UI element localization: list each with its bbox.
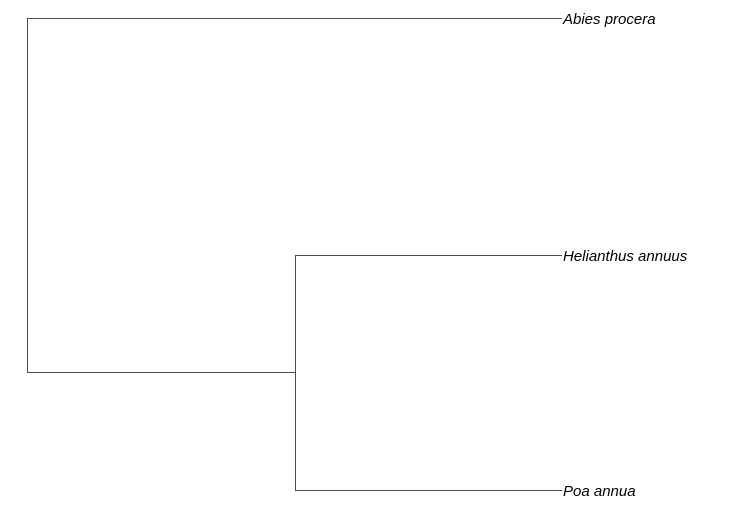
tip-label-helianthus-annuus: Helianthus annuus — [563, 248, 688, 265]
tip-label-abies-procera: Abies procera — [562, 11, 656, 28]
tip-label-poa-annua: Poa annua — [563, 483, 636, 500]
